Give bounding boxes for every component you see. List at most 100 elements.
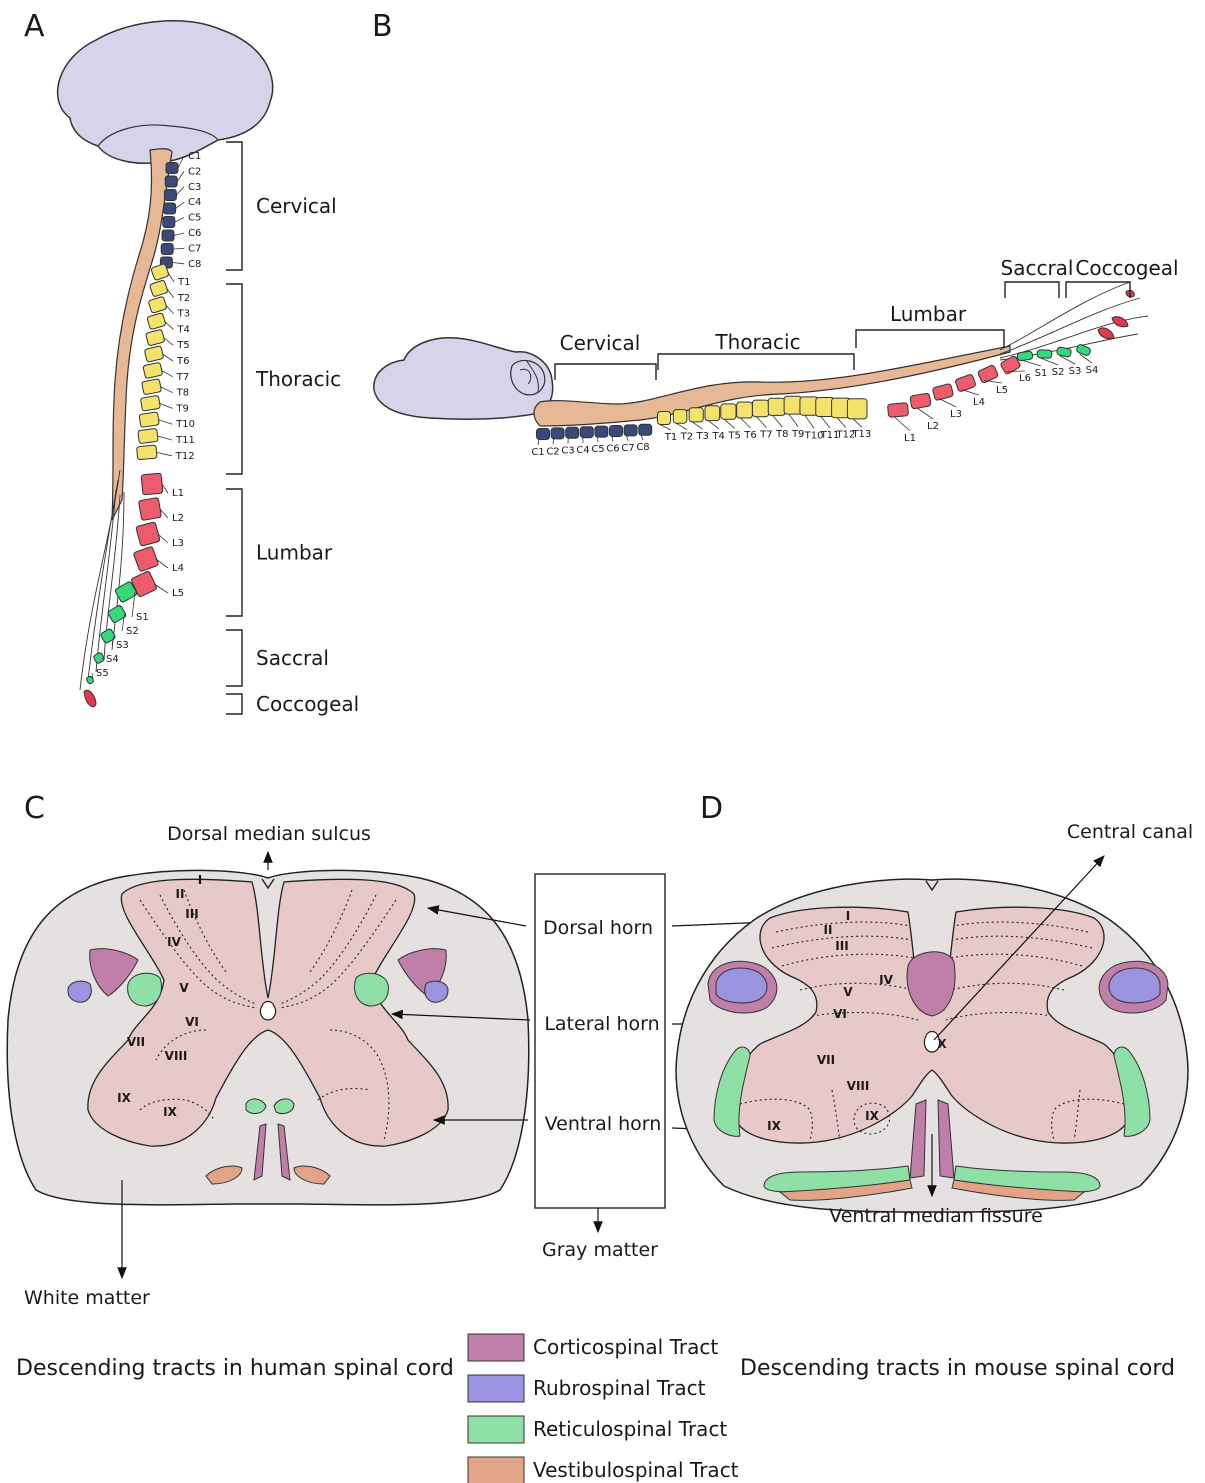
panel-d-letter: D (700, 791, 723, 826)
vertebra-label-s1: S1 (136, 612, 149, 623)
vertebra-label-t8: T8 (176, 388, 189, 399)
dorsal-median-sulcus-label: Dorsal median sulcus (167, 823, 371, 845)
vertebra-c5 (163, 217, 175, 228)
white-matter-label: White matter (24, 1287, 150, 1309)
mouse-vertebra-c4 (580, 427, 593, 438)
mouse-rubrospinal-left (716, 968, 767, 1003)
vertebra-label-c2: C2 (188, 166, 201, 177)
mouse-lamina-1: II (824, 923, 833, 937)
vertebra-label-s4: S4 (106, 654, 119, 665)
mouse-vertebra-s4 (1076, 344, 1092, 356)
bracket-a-0 (226, 142, 242, 270)
mouse-vertebra-label-c7: C7 (621, 443, 634, 454)
vertebra-label-c8: C8 (188, 259, 201, 270)
vertebra-s5 (86, 675, 95, 684)
mouse-vertebra-label-t5: T5 (727, 430, 740, 441)
legend-swatch-2 (468, 1416, 524, 1443)
bracket-b-2 (856, 330, 1004, 348)
human-lamina-5: VI (185, 1015, 199, 1029)
mouse-vertebra-t3 (689, 408, 703, 422)
vertebra-label-c5: C5 (188, 213, 201, 224)
vertebra-t4 (147, 313, 166, 330)
mouse-vertebra-label-t3: T3 (696, 431, 709, 442)
legend-swatch-0 (468, 1334, 524, 1361)
human-lamina-1: II (176, 887, 185, 901)
vertebra-label-t10: T10 (175, 419, 195, 430)
bracket-a-2 (226, 489, 242, 616)
mouse-lamina-5: VI (833, 1007, 847, 1021)
mouse-vertebra-label-t13: T13 (851, 429, 871, 440)
ventral-median-fissure-label: Ventral median fissure (829, 1205, 1043, 1227)
vertebra-label-t6: T6 (176, 356, 189, 367)
vertebra-t5 (146, 329, 165, 346)
mouse-vertebra-label-s1: S1 (1035, 368, 1048, 379)
mouse-vertebra-s2 (1037, 350, 1052, 359)
mouse-vertebra-t5 (721, 404, 736, 419)
vertebra-t3 (148, 296, 167, 313)
mouse-vertebra-label-c2: C2 (546, 446, 559, 457)
mouse-vertebra-c2 (551, 428, 564, 439)
mouse-vertebra-l3 (932, 383, 954, 400)
vertebra-c1 (166, 163, 178, 174)
vertebra-c3 (164, 190, 176, 201)
mouse-vertebra-coccygeal (1098, 290, 1134, 338)
vertebra-t8 (142, 379, 162, 395)
mouse-lamina-7: VIII (847, 1079, 870, 1093)
mouse-vertebra-l1 (887, 403, 908, 418)
mouse-vertebra-c1 (537, 429, 550, 440)
vertebra-label-t11: T11 (175, 435, 195, 446)
mouse-rubrospinal-right (1109, 968, 1160, 1003)
panel-a: A C1C2C3C4C5C6C7C8T1T2T3T4T5T6T7T8T9T10T… (24, 9, 359, 716)
bracket-a-1 (226, 284, 242, 474)
mouse-vertebra-label-l1: L1 (904, 433, 916, 444)
mouse-vertebra-label-l5: L5 (996, 385, 1008, 396)
lateral-horn-label: Lateral horn (544, 1013, 659, 1035)
mouse-vertebra-label-c6: C6 (606, 444, 619, 455)
mouse-vertebra-label-c8: C8 (636, 442, 649, 453)
mouse-vertebra-c8 (639, 424, 652, 435)
mouse-vertebra-label-t9: T9 (791, 429, 804, 440)
vertebra-label-t1: T1 (177, 277, 190, 288)
mouse-lamina-9: IX (767, 1119, 781, 1133)
vertebra-label-l1: L1 (172, 488, 184, 499)
mouse-vertebra-c3 (566, 427, 579, 438)
mouse-lamina-6: VII (817, 1053, 835, 1067)
mouse-vertebra-t4 (705, 406, 720, 421)
human-vertebrae: C1C2C3C4C5C6C7C8T1T2T3T4T5T6T7T8T9T10T11… (84, 151, 201, 707)
human-region-brackets: CervicalThoracicLumbarSaccralCoccogeal (226, 142, 359, 716)
human-reticulospinal-right (355, 973, 389, 1006)
ventral-horn-label: Ventral horn (545, 1113, 662, 1135)
vertebra-label-l5: L5 (172, 588, 184, 599)
mouse-vertebra-t9 (784, 396, 801, 414)
region-label-a-saccral: Saccral (256, 646, 329, 670)
human-lamina-3: IV (167, 935, 181, 949)
vertebra-t10 (139, 412, 159, 428)
central-canal-label: Central canal (1067, 821, 1193, 843)
vertebra-label-l2: L2 (172, 513, 184, 524)
human-lamina-9: IX (163, 1105, 177, 1119)
bracket-b-0 (555, 364, 656, 380)
legend-swatch-3 (468, 1457, 524, 1483)
human-white-matter (7, 870, 529, 1204)
vertebra-c6 (162, 230, 174, 241)
mouse-vertebra-label-s2: S2 (1052, 367, 1065, 378)
human-caption: Descending tracts in human spinal cord (16, 1356, 454, 1381)
vertebra-label-s5: S5 (96, 668, 109, 679)
mouse-vertebra-label-c1: C1 (531, 447, 544, 458)
mouse-lamina-4: V (843, 985, 853, 999)
human-rubrospinal-right (425, 981, 448, 1002)
human-lamina-2: III (185, 907, 198, 921)
mouse-vertebra-label-c5: C5 (591, 444, 604, 455)
human-rubrospinal-left (68, 981, 91, 1002)
region-label-a-cervical: Cervical (256, 194, 337, 218)
mouse-vertebra-t1 (658, 412, 671, 425)
mouse-vertebra-label-t4: T4 (711, 431, 724, 442)
human-lamina-6: VII (127, 1035, 145, 1049)
gray-matter-label: Gray matter (542, 1239, 658, 1261)
vertebra-l1 (141, 473, 163, 495)
mouse-brain (374, 338, 553, 419)
vertebra-label-t5: T5 (176, 340, 189, 351)
vertebra-t12 (137, 445, 158, 460)
vertebra-label-t9: T9 (175, 403, 188, 414)
vertebra-c4 (164, 203, 176, 214)
